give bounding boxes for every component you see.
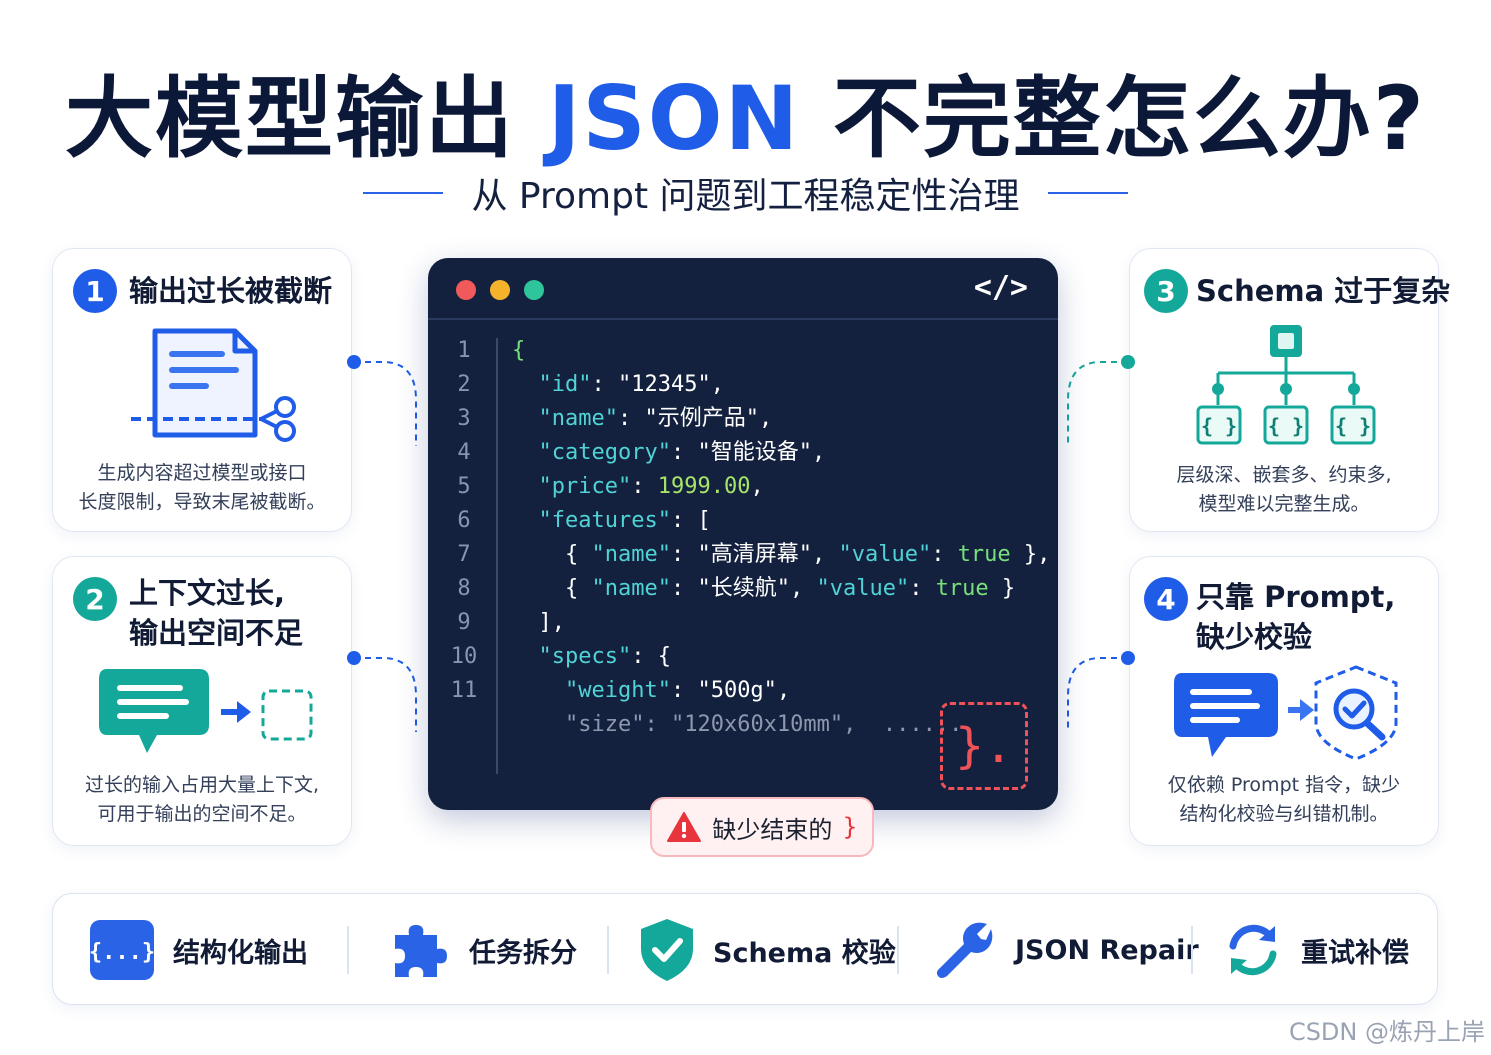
card-title: Schema 过于复杂 bbox=[1196, 274, 1451, 308]
code-line: 9 ], bbox=[457, 610, 565, 635]
solution-schema-validation: Schema 校验 bbox=[639, 894, 896, 1006]
braces-ellipsis-icon: {...} bbox=[89, 920, 155, 980]
code-line: 6 "features": [ bbox=[457, 508, 711, 533]
braces-icon-label: { } bbox=[1201, 414, 1237, 438]
card-context-too-long: 2 上下文过长, 输出空间不足 过长的输入占用大量上下文, 可用于输出的空间不足… bbox=[52, 556, 352, 846]
connector-right-bottom bbox=[1067, 651, 1135, 732]
divider bbox=[897, 926, 899, 974]
refresh-icon bbox=[1229, 924, 1277, 976]
solutions-bar: {...} 结构化输出 任务拆分 Schema 校验 JSON Repair bbox=[52, 893, 1438, 1005]
connector-right-top bbox=[1067, 355, 1135, 446]
subtitle-line-left bbox=[363, 192, 444, 194]
connector-left-top bbox=[347, 355, 417, 446]
solution-task-split: 任务拆分 bbox=[389, 894, 577, 1006]
code-line: 7 { "name": "高清屏幕", "value": true }, bbox=[457, 542, 1051, 567]
card-number-3: 3 bbox=[1144, 269, 1188, 313]
subtitle-row: 从 Prompt 问题到工程稳定性治理 bbox=[0, 168, 1491, 218]
card-desc: 仅依赖 Prompt 指令，缺少 结构化校验与纠错机制。 bbox=[1167, 774, 1401, 825]
card-desc: 层级深、嵌套多、约束多, 模型难以完整生成。 bbox=[1176, 464, 1392, 515]
card-desc: 生成内容超过模型或接口 长度限制，导致末尾被截断。 bbox=[78, 462, 326, 513]
braces-icon-label: { } bbox=[1268, 414, 1304, 438]
solution-structured-output: {...} 结构化输出 bbox=[89, 894, 308, 1006]
missing-brace-box: }. bbox=[940, 702, 1028, 790]
card-desc: 过长的输入占用大量上下文, 可用于输出的空间不足。 bbox=[84, 774, 320, 825]
card-title: 只靠 Prompt, 缺少校验 bbox=[1196, 580, 1396, 654]
code-line: 8 { "name": "长续航", "value": true } bbox=[457, 576, 1016, 601]
code-line: 4 "category": "智能设备", bbox=[457, 440, 826, 465]
card-truncated: 1 输出过长被截断 生成内容超过模型或接口 长度限制，导致末尾被截断。 bbox=[52, 248, 352, 532]
code-line: 10 "specs": { bbox=[450, 644, 671, 669]
truncated-document-icon bbox=[131, 328, 296, 442]
code-line: 1{ bbox=[457, 338, 526, 363]
code-line: 11 "weight": "500g", bbox=[450, 678, 791, 703]
solution-retry: 重试补偿 bbox=[1223, 894, 1409, 1006]
subtitle-line-right bbox=[1047, 192, 1128, 194]
wrench-icon bbox=[936, 922, 993, 978]
editor-titlebar: </> bbox=[428, 258, 1058, 320]
code-line-faded: "size": "120x60x10mm", ...... bbox=[564, 712, 963, 737]
connector-left-bottom bbox=[347, 651, 417, 732]
card-number-2: 2 bbox=[73, 577, 117, 621]
window-maximize-dot bbox=[524, 280, 544, 300]
window-minimize-dot bbox=[490, 280, 510, 300]
watermark: CSDN @炼丹上岸 bbox=[1288, 1018, 1485, 1046]
card-title: 输出过长被截断 bbox=[129, 274, 333, 308]
braces-icon-label: { } bbox=[1335, 414, 1371, 438]
warning-icon bbox=[667, 812, 702, 842]
svg-text:{...}: {...} bbox=[89, 940, 155, 965]
page-title: 大模型输出 JSON 不完整怎么办? bbox=[65, 67, 1426, 170]
code-editor: </> 1{ 2 "id": "12345", 3 "name": "示例产品"… bbox=[428, 258, 1058, 810]
card-prompt-only: 4 只靠 Prompt, 缺少校验 仅依赖 Prompt 指令，缺少 结构化校验… bbox=[1129, 556, 1439, 846]
code-line: 2 "id": "12345", bbox=[457, 372, 724, 397]
card-number-1: 1 bbox=[73, 269, 117, 313]
chat-bubble-verify-icon bbox=[1174, 665, 1398, 761]
chat-bubble-arrow-icon bbox=[99, 669, 313, 753]
card-schema-complex: 3 Schema 过于复杂 { } { } { } 层级深、嵌套多、约束多, 模… bbox=[1129, 248, 1450, 532]
puzzle-icon bbox=[395, 925, 447, 977]
shield-check-icon bbox=[641, 919, 693, 981]
gutter-divider bbox=[496, 338, 498, 774]
divider bbox=[607, 926, 609, 974]
schema-tree-icon: { } { } { } bbox=[1196, 325, 1376, 445]
window-close-dot bbox=[456, 280, 476, 300]
code-line: 5 "price": 1999.00, bbox=[457, 474, 764, 499]
missing-brace-badge: 缺少结束的} bbox=[650, 797, 874, 857]
divider bbox=[1191, 926, 1193, 974]
subtitle: 从 Prompt 问题到工程稳定性治理 bbox=[471, 176, 1020, 217]
solution-json-repair: JSON Repair bbox=[935, 894, 1199, 1006]
card-title: 上下文过长, 输出空间不足 bbox=[129, 576, 304, 650]
code-line: 3 "name": "示例产品", bbox=[457, 406, 773, 431]
code-tag-icon: </> bbox=[973, 270, 1028, 305]
card-number-4: 4 bbox=[1144, 577, 1188, 621]
divider bbox=[347, 926, 349, 974]
